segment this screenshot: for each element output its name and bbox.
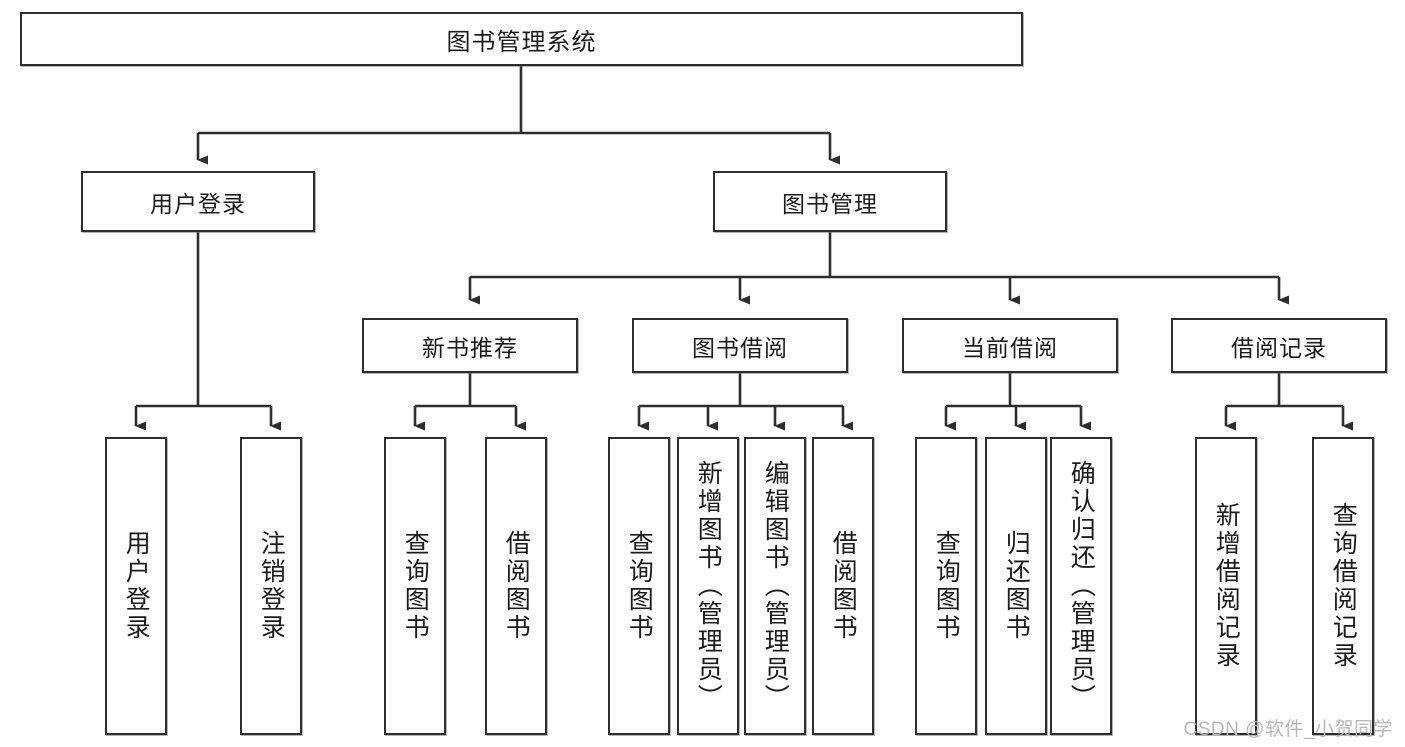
node-label: 图书借阅 <box>692 334 788 361</box>
leaf-recommend-borrow-book[interactable]: 借阅图书 <box>485 437 547 735</box>
node-label: 归还图书 <box>1002 530 1031 642</box>
node-label: 查询图书 <box>932 530 961 642</box>
node-current-borrow[interactable]: 当前借阅 <box>902 318 1118 373</box>
node-label: 新增借阅记录 <box>1212 502 1241 670</box>
node-label: 借阅记录 <box>1231 334 1327 361</box>
leaf-borrow-borrow-book[interactable]: 借阅图书 <box>812 437 874 735</box>
node-user-login[interactable]: 用户登录 <box>81 171 315 232</box>
node-label: 用户登录 <box>122 530 151 642</box>
node-label: 图书管理 <box>782 190 878 217</box>
leaf-current-confirm-return-admin[interactable]: 确认归还（管理员） <box>1050 437 1112 735</box>
node-label: 图书管理系统 <box>446 28 597 56</box>
leaf-record-query-record[interactable]: 查询借阅记录 <box>1312 437 1374 735</box>
node-book-borrow[interactable]: 图书借阅 <box>632 318 848 373</box>
leaf-borrow-add-book-admin[interactable]: 新增图书（管理员） <box>677 437 739 735</box>
leaf-user-login-logout[interactable]: 注销登录 <box>240 437 302 735</box>
node-label: 借阅图书 <box>502 530 531 642</box>
leaf-recommend-query-book[interactable]: 查询图书 <box>384 437 446 735</box>
node-label: 新增图书（管理员） <box>694 460 723 712</box>
node-label: 确认归还（管理员） <box>1067 460 1096 712</box>
node-label: 新书推荐 <box>422 334 518 361</box>
node-label: 注销登录 <box>257 530 286 642</box>
node-label: 查询图书 <box>401 530 430 642</box>
node-label: 用户登录 <box>150 190 246 217</box>
node-label: 查询图书 <box>625 530 654 642</box>
node-root-system[interactable]: 图书管理系统 <box>20 12 1023 66</box>
leaf-borrow-query-book[interactable]: 查询图书 <box>608 437 670 735</box>
leaf-current-query-book[interactable]: 查询图书 <box>915 437 977 735</box>
node-label: 查询借阅记录 <box>1329 502 1358 670</box>
leaf-borrow-edit-book-admin[interactable]: 编辑图书（管理员） <box>744 437 806 735</box>
node-new-book-recommend[interactable]: 新书推荐 <box>362 318 578 373</box>
node-book-management[interactable]: 图书管理 <box>713 171 947 232</box>
node-label: 当前借阅 <box>962 334 1058 361</box>
leaf-record-add-record[interactable]: 新增借阅记录 <box>1195 437 1257 735</box>
node-label: 编辑图书（管理员） <box>761 460 790 712</box>
node-borrow-record[interactable]: 借阅记录 <box>1171 318 1387 373</box>
leaf-current-return-book[interactable]: 归还图书 <box>985 437 1047 735</box>
leaf-user-login-login[interactable]: 用户登录 <box>105 437 167 735</box>
node-label: 借阅图书 <box>829 530 858 642</box>
watermark-text: CSDN @软件_小贺同学 <box>1183 719 1393 740</box>
